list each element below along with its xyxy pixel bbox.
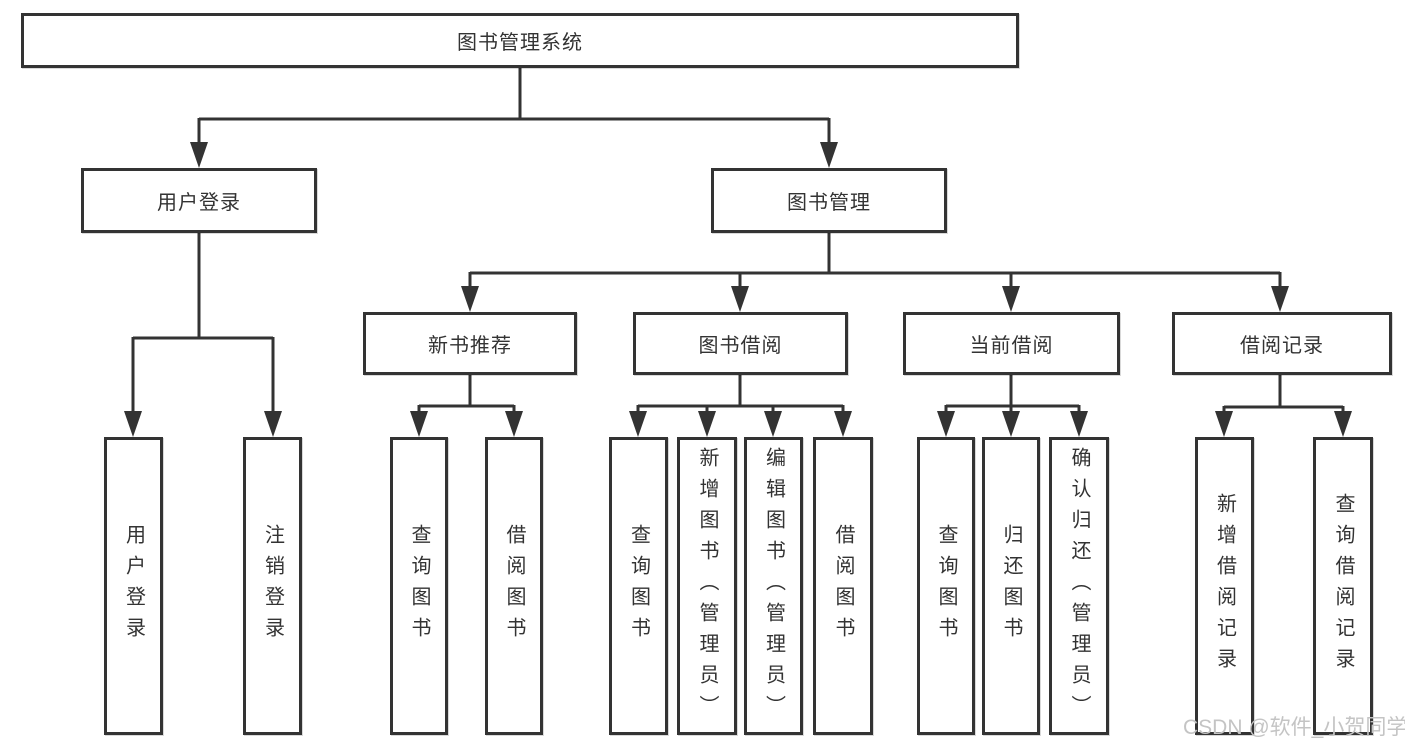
leaf-label: 新增图书（管理员） xyxy=(696,446,718,726)
down-arrow xyxy=(1215,411,1233,437)
leaf-newbook-borrow-books: 借阅图书 xyxy=(485,437,543,735)
leaf-label: 查询借阅记录 xyxy=(1332,493,1354,679)
connector-records-to-leaves xyxy=(1215,375,1352,437)
down-arrow xyxy=(1271,286,1289,312)
down-arrow xyxy=(1002,286,1020,312)
node-label: 图书管理 xyxy=(787,192,871,214)
node-label: 当前借阅 xyxy=(969,335,1054,357)
leaf-records-query-record: 查询借阅记录 xyxy=(1313,437,1373,735)
node-label: 图书管理系统 xyxy=(457,32,583,54)
node-book-borrow: 图书借阅 xyxy=(633,312,848,375)
leaf-borrow-edit-books-admin: 编辑图书（管理员） xyxy=(744,437,803,735)
leaf-label: 查询图书 xyxy=(627,524,650,648)
down-arrow xyxy=(698,411,716,437)
node-new-book-recommend: 新书推荐 xyxy=(363,312,577,375)
down-arrow xyxy=(937,411,955,437)
down-arrow xyxy=(264,411,282,437)
node-label: 图书借阅 xyxy=(698,335,783,357)
leaf-label: 借阅图书 xyxy=(503,524,525,648)
node-user-login: 用户登录 xyxy=(81,168,317,233)
down-arrow xyxy=(834,411,852,437)
down-arrow xyxy=(410,411,428,437)
leaf-label: 确认归还（管理员） xyxy=(1068,446,1090,726)
leaf-label: 注销登录 xyxy=(261,524,284,648)
leaf-current-confirm-return-admin: 确认归还（管理员） xyxy=(1049,437,1109,735)
leaf-label: 用户登录 xyxy=(122,524,145,648)
leaf-current-query-books: 查询图书 xyxy=(917,437,975,735)
leaf-borrow-borrow-books: 借阅图书 xyxy=(813,437,873,735)
down-arrow xyxy=(764,411,782,437)
down-arrow xyxy=(1002,411,1020,437)
connector-newbook-to-leaves xyxy=(410,375,523,437)
node-label: 用户登录 xyxy=(157,192,241,214)
leaf-borrow-add-books-admin: 新增图书（管理员） xyxy=(677,437,737,735)
connector-mgmt-to-level3 xyxy=(461,233,1289,312)
connector-borrow-to-leaves xyxy=(629,375,852,437)
down-arrow xyxy=(124,411,142,437)
leaf-label: 编辑图书（管理员） xyxy=(762,446,785,726)
leaf-label: 归还图书 xyxy=(1000,524,1022,648)
node-root-system: 图书管理系统 xyxy=(21,13,1019,68)
csdn-watermark: CSDN @软件_小贺同学 xyxy=(1183,716,1405,739)
leaf-current-return-books: 归还图书 xyxy=(982,437,1040,735)
node-label: 借阅记录 xyxy=(1240,335,1324,357)
down-arrow xyxy=(190,142,208,168)
connector-current-to-leaves xyxy=(937,375,1088,437)
down-arrow xyxy=(1070,411,1088,437)
down-arrow xyxy=(1334,411,1352,437)
connector-root-to-level2 xyxy=(190,68,838,168)
leaf-label: 查询图书 xyxy=(935,524,957,648)
node-borrow-records: 借阅记录 xyxy=(1172,312,1392,375)
down-arrow xyxy=(731,286,749,312)
node-book-management: 图书管理 xyxy=(711,168,947,233)
down-arrow xyxy=(461,286,479,312)
leaf-newbook-query-books: 查询图书 xyxy=(390,437,448,735)
leaf-label: 查询图书 xyxy=(408,524,430,648)
connector-login-to-leaves xyxy=(124,233,282,437)
leaf-borrow-query-books: 查询图书 xyxy=(609,437,668,735)
down-arrow xyxy=(505,411,523,437)
leaf-label: 借阅图书 xyxy=(832,524,854,648)
down-arrow xyxy=(629,411,647,437)
node-current-borrow: 当前借阅 xyxy=(903,312,1120,375)
node-label: 新书推荐 xyxy=(428,335,512,357)
leaf-label: 新增借阅记录 xyxy=(1213,493,1236,679)
leaf-user-login: 用户登录 xyxy=(104,437,163,735)
leaf-logout: 注销登录 xyxy=(243,437,302,735)
down-arrow xyxy=(820,142,838,168)
leaf-records-add-record: 新增借阅记录 xyxy=(1195,437,1254,735)
